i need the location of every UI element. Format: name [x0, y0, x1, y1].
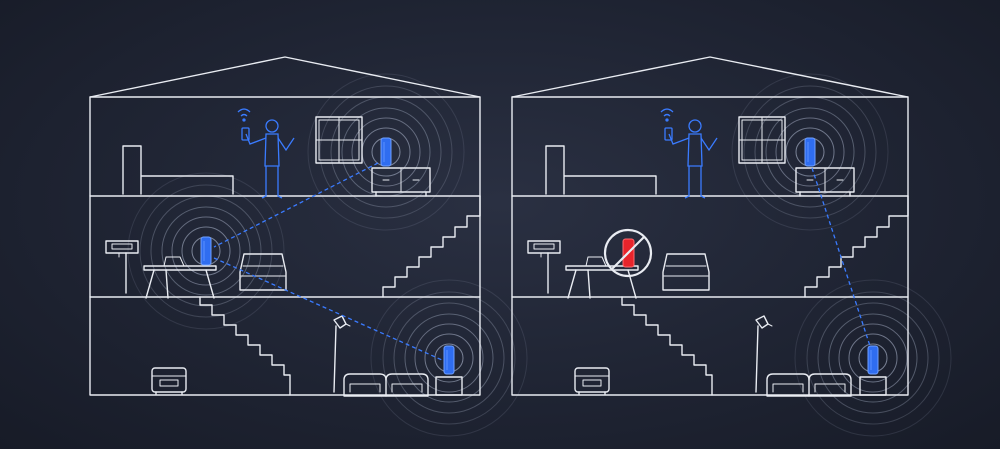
window-icon — [315, 116, 363, 164]
prohibited-sign-icon — [603, 228, 653, 278]
mesh-router-icon — [380, 137, 392, 167]
dresser-icon — [371, 167, 431, 197]
window-icon — [738, 116, 786, 164]
staircase-icon — [621, 195, 909, 396]
floor-lamp-icon — [333, 315, 351, 393]
monitor-icon — [527, 240, 561, 294]
mesh-router-icon — [804, 137, 816, 167]
house-left — [89, 56, 528, 437]
mesh-link — [811, 167, 871, 347]
bed-icon — [122, 145, 234, 195]
oven-icon — [151, 367, 187, 395]
monitor-icon — [105, 240, 139, 294]
floor-lamp-icon — [755, 315, 773, 393]
house-outline-icon — [511, 56, 909, 396]
bed-icon — [545, 145, 657, 195]
house-outline-icon — [89, 56, 481, 396]
signal-waves-icon — [127, 73, 528, 437]
staircase-icon — [199, 195, 481, 396]
mesh-link — [213, 162, 443, 361]
dresser-icon — [795, 167, 855, 197]
person-with-phone-icon — [660, 108, 718, 199]
mesh-router-icon — [867, 345, 879, 375]
mesh-router-icon — [200, 236, 212, 266]
oven-icon — [574, 367, 610, 395]
mesh-router-icon — [443, 345, 455, 375]
armchair-icon — [662, 253, 710, 291]
house-right — [511, 56, 952, 437]
sofa-icon — [343, 373, 429, 397]
signal-waves-icon — [731, 73, 952, 437]
